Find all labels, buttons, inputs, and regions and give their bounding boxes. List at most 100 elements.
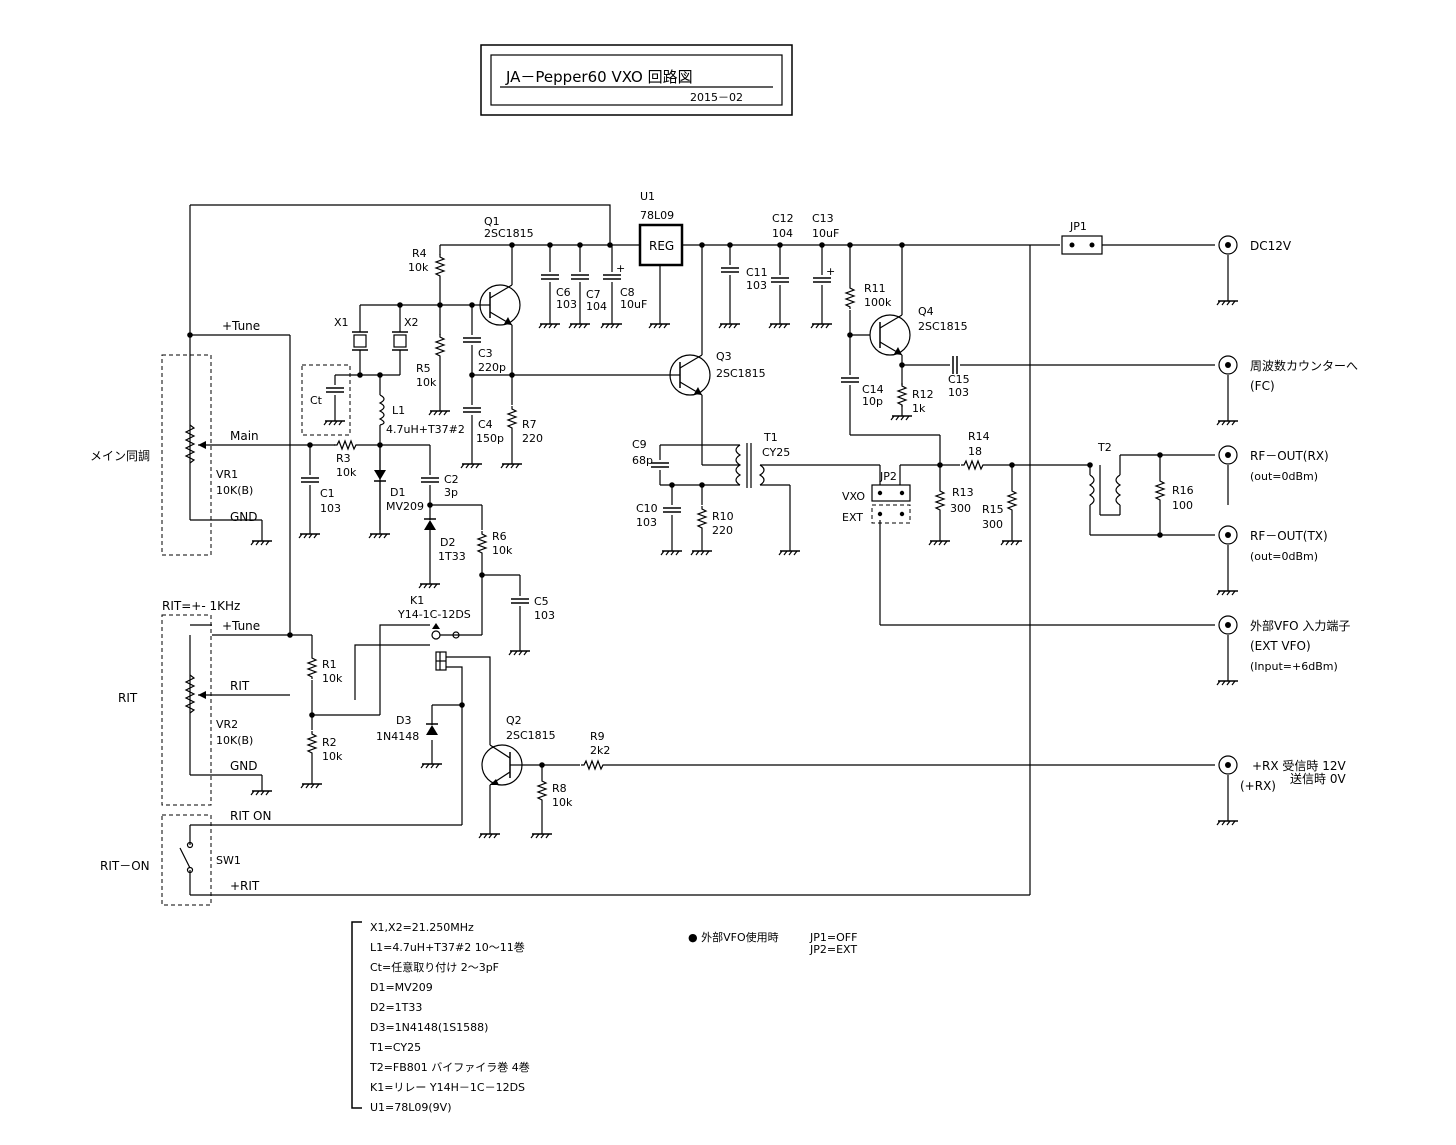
svg-text:T2: T2 [1097, 441, 1112, 454]
svg-text:R11: R11 [864, 282, 886, 295]
svg-text:10K(B): 10K(B) [216, 734, 253, 747]
svg-text:103: 103 [948, 386, 969, 399]
svg-text:2k2: 2k2 [590, 744, 610, 757]
svg-text:R9: R9 [590, 730, 605, 743]
svg-text:300: 300 [950, 502, 971, 515]
svg-text:C11: C11 [746, 266, 768, 279]
connector-ext-vfo: 外部VFO 入力端子 (EXT VFO) (Input=+6dBm) [1218, 615, 1350, 673]
svg-text:Q3: Q3 [716, 350, 732, 363]
svg-text:10k: 10k [408, 261, 429, 274]
svg-text:4.7uH+T37#2: 4.7uH+T37#2 [386, 423, 465, 436]
svg-text:10k: 10k [322, 672, 343, 685]
svg-text:Ct=任意取り付け 2～3pF: Ct=任意取り付け 2～3pF [370, 960, 499, 974]
svg-text:D3: D3 [396, 714, 411, 727]
svg-text:JP2: JP2 [879, 470, 897, 483]
svg-text:JP2=EXT: JP2=EXT [809, 943, 857, 956]
svg-text:RIT－ON: RIT－ON [100, 859, 150, 873]
svg-text:104: 104 [772, 227, 793, 240]
svg-text:10k: 10k [552, 796, 573, 809]
svg-text:(out=0dBm): (out=0dBm) [1250, 550, 1318, 563]
svg-text:RF－OUT(RX): RF－OUT(RX) [1250, 449, 1329, 463]
svg-text:R15: R15 [982, 503, 1004, 516]
svg-text:R6: R6 [492, 530, 507, 543]
capacitors: + + [300, 262, 958, 604]
k1-relay: K1 Y14-1C-12DS [397, 594, 471, 671]
svg-text:T1=CY25: T1=CY25 [369, 1041, 421, 1054]
svg-text:C14: C14 [862, 383, 884, 396]
svg-text:103: 103 [746, 279, 767, 292]
svg-text:U1=78L09(9V): U1=78L09(9V) [370, 1101, 452, 1114]
svg-text:10k: 10k [416, 376, 437, 389]
svg-text:(+RX): (+RX) [1240, 779, 1276, 793]
svg-text:R4: R4 [412, 247, 427, 260]
svg-text:JP1: JP1 [1069, 220, 1087, 233]
svg-text:300: 300 [982, 518, 1003, 531]
connector-rf-out-tx: RF－OUT(TX) (out=0dBm) [1218, 525, 1328, 563]
svg-text:RIT: RIT [118, 691, 138, 705]
svg-text:Ct: Ct [310, 394, 323, 407]
svg-text:10k: 10k [336, 466, 357, 479]
svg-text:10k: 10k [322, 750, 343, 763]
svg-text:R13: R13 [952, 486, 974, 499]
svg-text:(FC): (FC) [1250, 379, 1275, 393]
svg-text:SW1: SW1 [216, 854, 241, 867]
svg-text:1T33: 1T33 [438, 550, 466, 563]
svg-text:+: + [616, 262, 625, 275]
svg-text:(Input=+6dBm): (Input=+6dBm) [1250, 660, 1338, 673]
connector-dc12v: DC12V [1218, 235, 1292, 255]
svg-text:+Tune: +Tune [222, 619, 260, 633]
svg-text:C5: C5 [534, 595, 549, 608]
svg-text:C7: C7 [586, 288, 601, 301]
svg-text:D2=1T33: D2=1T33 [370, 1001, 422, 1014]
svg-text:10k: 10k [492, 544, 513, 557]
svg-text:外部VFO 入力端子: 外部VFO 入力端子 [1250, 618, 1350, 633]
svg-text:(EXT VFO): (EXT VFO) [1250, 639, 1311, 653]
svg-text:+Tune: +Tune [222, 319, 260, 333]
svg-text:Q2: Q2 [506, 714, 522, 727]
ext-vfo-notes: ● 外部VFO使用時 JP1=OFF JP2=EXT [688, 930, 857, 956]
svg-text:2SC1815: 2SC1815 [506, 729, 556, 742]
svg-text:T1: T1 [763, 431, 778, 444]
svg-text:送信時 0V: 送信時 0V [1290, 771, 1346, 786]
svg-text:220: 220 [712, 524, 733, 537]
svg-text:VR1: VR1 [216, 468, 238, 481]
svg-text:EXT: EXT [842, 511, 863, 524]
svg-text:RIT=+- 1KHz: RIT=+- 1KHz [162, 599, 240, 613]
svg-text:10K(B): 10K(B) [216, 484, 253, 497]
sw1-switch: SW1 RIT ON +RIT RIT－ON [100, 809, 271, 906]
svg-text:68p: 68p [632, 454, 653, 467]
svg-text:D1=MV209: D1=MV209 [370, 981, 433, 994]
svg-text:100k: 100k [864, 296, 892, 309]
svg-text:K1: K1 [410, 594, 424, 607]
svg-text:C1: C1 [320, 487, 335, 500]
title: JA－Pepper60 VXO 回路図 [505, 68, 693, 86]
svg-text:220p: 220p [478, 361, 506, 374]
connector-plus-rx: +RX 受信時 12V 送信時 0V (+RX) [1218, 755, 1347, 793]
jp1-jumper: JP1 [1061, 220, 1103, 255]
svg-text:Q4: Q4 [918, 305, 934, 318]
svg-text:D3=1N4148(1S1588): D3=1N4148(1S1588) [370, 1021, 488, 1034]
svg-text:R10: R10 [712, 510, 734, 523]
svg-text:● 外部VFO使用時: ● 外部VFO使用時 [688, 930, 779, 944]
d1-varicap: D1 MV209 [374, 445, 424, 528]
svg-text:GND: GND [230, 510, 258, 524]
svg-text:(out=0dBm): (out=0dBm) [1250, 470, 1318, 483]
svg-text:220: 220 [522, 432, 543, 445]
svg-text:10uF: 10uF [812, 227, 839, 240]
wiring [189, 204, 1229, 896]
svg-text:K1=リレー Y14H－1C－12DS: K1=リレー Y14H－1C－12DS [370, 1081, 525, 1094]
svg-text:RIT: RIT [230, 679, 250, 693]
svg-text:103: 103 [636, 516, 657, 529]
jp2-jumper: JP2 VXO EXT [842, 470, 911, 524]
svg-text:R8: R8 [552, 782, 567, 795]
vr2-potentiometer: +Tune RIT GND VR2 10K(B) RIT RIT=+- 1KHz [118, 599, 273, 806]
svg-text:Main: Main [230, 429, 259, 443]
q3-transistor: Q3 2SC1815 [669, 350, 766, 396]
connector-fc: 周波数カウンターへ (FC) [1218, 355, 1358, 393]
svg-text:2SC1815: 2SC1815 [918, 320, 968, 333]
parts-notes: X1,X2=21.250MHz L1=4.7uH+T37#2 10～11巻 Ct… [351, 921, 530, 1114]
t1-transformer: T1 CY25 [735, 431, 790, 488]
svg-text:103: 103 [320, 502, 341, 515]
vr1-potentiometer: +Tune Main GND VR1 10K(B) メイン同調 [90, 319, 273, 556]
